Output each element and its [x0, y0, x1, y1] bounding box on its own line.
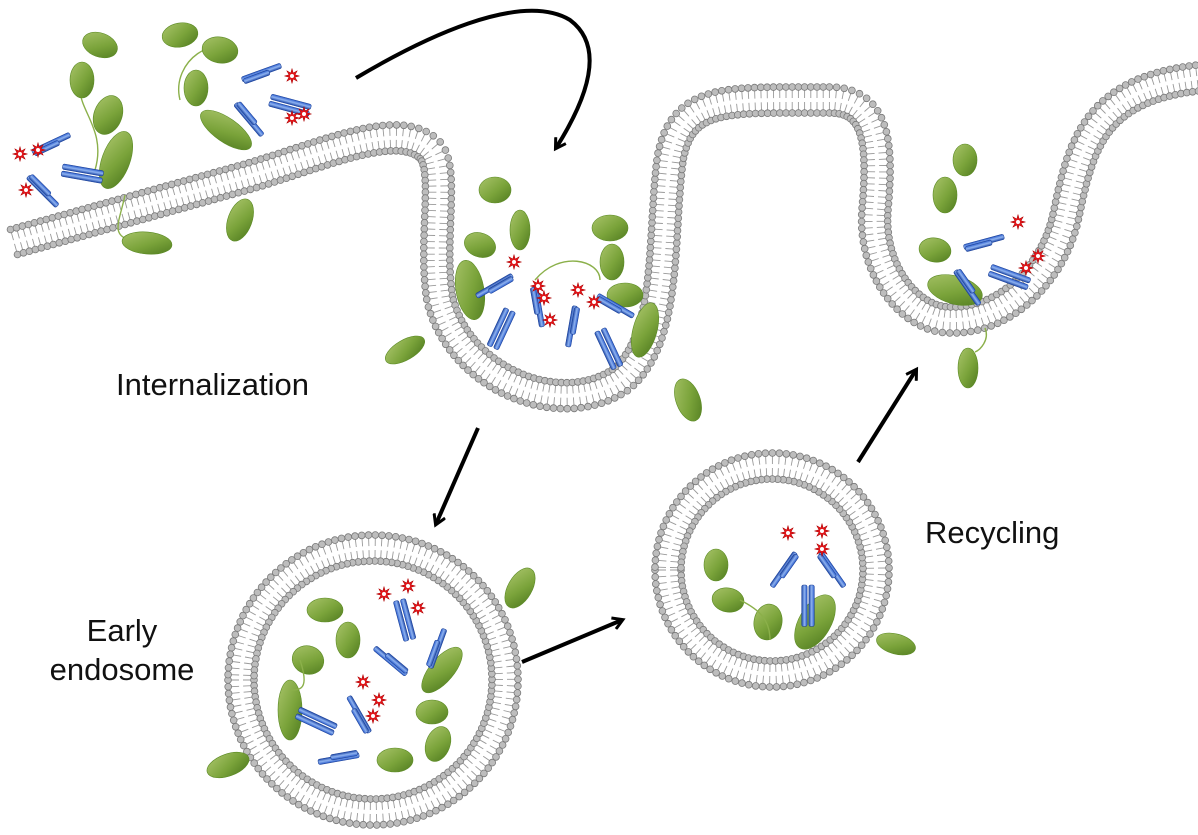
recycling-label: Recycling — [925, 515, 1060, 550]
receptor-domain — [606, 282, 644, 308]
payload-star-icon — [354, 673, 372, 691]
receptor-domain — [952, 143, 978, 177]
recycling-endosome-membrane — [651, 449, 893, 691]
payload-star-icon — [1009, 213, 1027, 231]
payload-star-icon — [1017, 259, 1035, 277]
receptor-domain — [876, 632, 916, 656]
antibody-icon — [234, 63, 312, 137]
receptor-domain — [335, 621, 361, 659]
process-arrow-icon — [856, 370, 916, 464]
antibody-icon — [770, 551, 846, 627]
payload-star-icon — [535, 289, 553, 307]
early-endosome-label-line1: Early — [86, 613, 158, 648]
payload-star-icon — [1029, 247, 1047, 265]
payload-star-icon — [505, 253, 523, 271]
payload-star-icon — [283, 109, 301, 127]
antibody-icon — [953, 234, 1031, 306]
payload-star-icon — [569, 281, 587, 299]
receptor-domain — [92, 95, 124, 135]
payload-star-icon — [399, 577, 417, 595]
receptor-domain — [711, 587, 745, 613]
receptor-domain — [454, 260, 486, 320]
payload-star-icon — [813, 540, 831, 558]
payload-star-icon — [813, 522, 831, 540]
receptor-domain — [478, 176, 512, 204]
receptor-domain — [121, 231, 173, 255]
receptor-layer — [69, 22, 987, 779]
receptor-domain — [932, 176, 958, 214]
receptor-domain — [509, 209, 531, 251]
receptor-domain — [385, 335, 425, 365]
payload-star-icon — [295, 105, 313, 123]
receptor-linker — [974, 327, 987, 353]
receptor-domain — [703, 548, 729, 582]
early-endosome-label: Early endosome — [40, 612, 204, 690]
payload-star-icon — [541, 311, 559, 329]
receptor-domain — [415, 699, 449, 725]
receptor-domain — [591, 214, 629, 242]
arrow-layer — [354, 8, 916, 664]
receptor-linker — [289, 659, 305, 691]
receptor-domain — [69, 61, 95, 99]
payload-star-icon — [29, 141, 47, 159]
receptor-domain — [226, 198, 254, 242]
receptor-domain — [306, 597, 344, 623]
receptor-domain — [82, 31, 118, 59]
receptor-domain — [99, 131, 133, 189]
payload-star-icon — [779, 524, 797, 542]
payload-star-icon — [364, 707, 382, 725]
receptor-domain — [183, 69, 209, 107]
payload-star-icon — [11, 145, 29, 163]
payload-star-icon — [585, 293, 603, 311]
receptor-domain — [200, 109, 252, 151]
receptor-domain — [206, 751, 250, 779]
payload-star-icon — [370, 691, 388, 709]
receptor-domain — [957, 347, 979, 389]
receptor-domain — [201, 36, 239, 64]
receptor-domain — [291, 645, 325, 675]
antibody-icon — [295, 695, 372, 765]
receptor-domain — [421, 646, 463, 694]
antibody-layer — [11, 63, 1047, 765]
plasma-membrane — [6, 61, 1198, 413]
antibody-icon — [475, 273, 545, 350]
payload-star-icon — [17, 181, 35, 199]
receptor-domain — [599, 243, 625, 281]
payload-star-icon — [529, 277, 547, 295]
receptor-domain — [504, 567, 536, 609]
internalization-label: Internalization — [116, 367, 310, 402]
early-endosome-membrane — [224, 531, 522, 829]
receptor-linker — [739, 599, 771, 641]
antibody-icon — [373, 598, 447, 676]
early-endosome-label-line2: endosome — [49, 651, 195, 687]
process-arrow-icon — [354, 8, 592, 148]
receptor-domain — [424, 726, 452, 762]
membrane-layer — [6, 61, 1198, 829]
receptor-domain — [918, 237, 952, 263]
receptor-domain — [753, 603, 783, 641]
process-arrow-icon — [521, 620, 622, 664]
payload-star-icon — [409, 599, 427, 617]
receptor-domain — [631, 302, 659, 358]
payload-star-icon — [375, 585, 393, 603]
receptor-domain — [161, 22, 199, 48]
receptor-linker — [534, 260, 601, 281]
payload-star-icon — [283, 67, 301, 85]
process-arrow-icon — [436, 427, 480, 524]
receptor-domain — [464, 232, 496, 258]
receptor-domain — [794, 594, 836, 650]
receptor-domain — [674, 378, 702, 422]
receptor-domain — [376, 747, 414, 773]
